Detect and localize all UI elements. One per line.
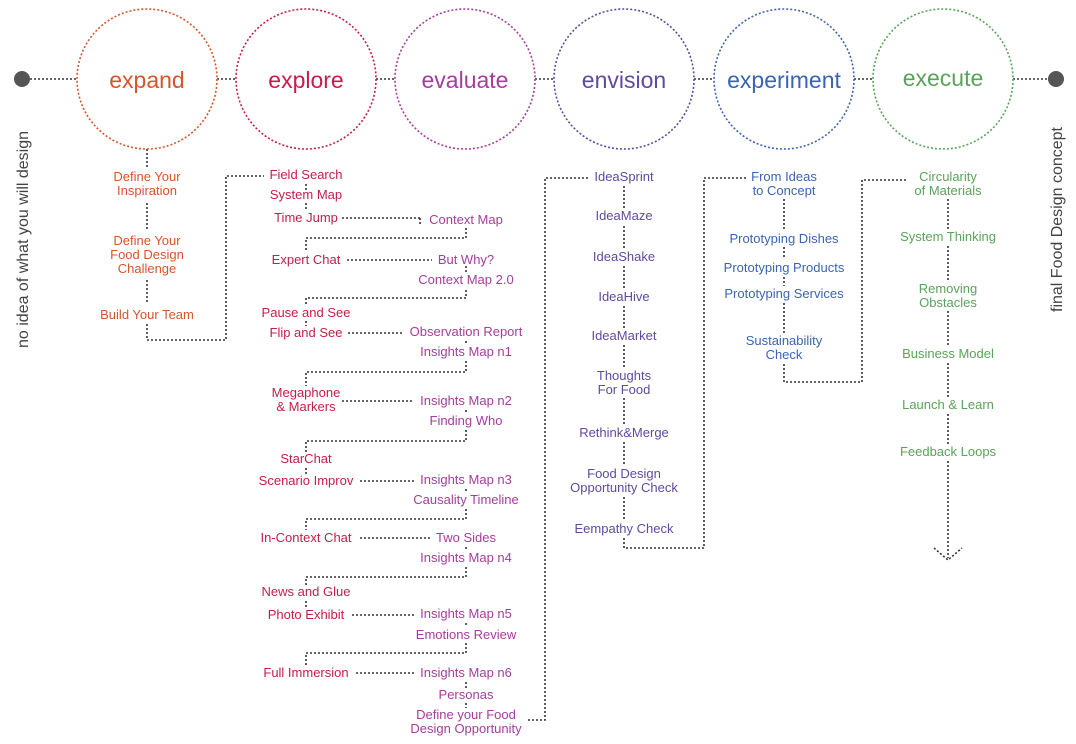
item-evaluate: Emotions Review xyxy=(416,627,517,642)
connector-zigzag xyxy=(305,430,467,452)
item-explore: Megaphone& Markers xyxy=(272,385,341,414)
item-explore: Flip and See xyxy=(270,325,343,340)
phase-titles: expand explore evaluate envision experim… xyxy=(109,65,983,93)
item-explore: News and Glue xyxy=(262,584,351,599)
item-experiment: Prototyping Services xyxy=(724,286,844,301)
connector-zigzag xyxy=(305,567,467,586)
item-evaluate: But Why? xyxy=(438,252,494,267)
phase-circle-evaluate xyxy=(394,8,536,150)
start-label: no idea of what you will design xyxy=(15,131,32,348)
item-explore: Field Search xyxy=(270,167,343,182)
item-explore: Photo Exhibit xyxy=(268,607,345,622)
connector-zigzag xyxy=(305,509,467,530)
item-experiment: Prototyping Products xyxy=(724,260,845,275)
phase-circle-expand xyxy=(76,8,218,150)
item-envision: IdeaMarket xyxy=(591,328,656,343)
item-execute: System Thinking xyxy=(900,229,996,244)
item-explore: Scenario Improv xyxy=(259,473,354,488)
item-execute: Launch & Learn xyxy=(902,397,994,412)
phase-title-envision: envision xyxy=(582,67,666,93)
item-evaluate: Two Sides xyxy=(436,530,496,545)
item-envision: IdeaMaze xyxy=(595,208,652,223)
item-explore: Expert Chat xyxy=(272,252,341,267)
connector-zigzag xyxy=(305,361,467,386)
phase-title-experiment: experiment xyxy=(727,67,841,93)
start-node xyxy=(14,71,30,87)
item-envision: IdeaSprint xyxy=(594,169,654,184)
item-evaluate: Insights Map n2 xyxy=(420,393,512,408)
item-envision: IdeaShake xyxy=(593,249,655,264)
item-evaluate: Insights Map n3 xyxy=(420,472,512,487)
connector-evaluate-to-envision xyxy=(528,177,590,721)
phase-title-explore: explore xyxy=(268,67,343,93)
item-experiment: Prototyping Dishes xyxy=(729,231,839,246)
item-execute: Feedback Loops xyxy=(900,444,997,459)
item-evaluate: Causality Timeline xyxy=(413,492,519,507)
phase-circle-explore xyxy=(235,8,377,150)
end-node xyxy=(1048,71,1064,87)
item-explore: Pause and See xyxy=(262,305,351,320)
phase-circle-experiment xyxy=(713,8,855,150)
connector-zigzag xyxy=(305,290,467,306)
item-explore: In-Context Chat xyxy=(260,530,351,545)
phase-circle-envision xyxy=(553,8,695,150)
item-expand: Build Your Team xyxy=(100,307,194,322)
end-label: final Food Design concept xyxy=(1049,126,1066,312)
item-evaluate: Personas xyxy=(439,687,494,702)
connectors xyxy=(30,78,1048,721)
connector-zigzag xyxy=(305,643,467,665)
item-explore: System Map xyxy=(270,187,342,202)
item-envision: IdeaHive xyxy=(598,289,649,304)
item-evaluate: Context Map 2.0 xyxy=(418,272,513,287)
item-evaluate: Observation Report xyxy=(410,324,523,339)
item-envision: Rethink&Merge xyxy=(579,425,669,440)
item-envision: Eempathy Check xyxy=(575,521,674,536)
connector-zigzag xyxy=(305,228,467,252)
phase-circle-execute xyxy=(872,8,1014,150)
item-explore: Full Immersion xyxy=(263,665,348,680)
connector-envision-to-experiment xyxy=(623,177,746,549)
item-evaluate: Insights Map n6 xyxy=(420,665,512,680)
phase-title-expand: expand xyxy=(109,67,184,93)
connector-experiment-to-execute xyxy=(783,179,906,383)
item-explore: StarChat xyxy=(280,451,332,466)
item-execute: Business Model xyxy=(902,346,994,361)
item-explore: Time Jump xyxy=(274,210,338,225)
item-evaluate: Insights Map n1 xyxy=(420,344,512,359)
item-evaluate: Context Map xyxy=(429,212,503,227)
item-evaluate: Insights Map n4 xyxy=(420,550,512,565)
item-evaluate: Finding Who xyxy=(430,413,503,428)
item-evaluate: Insights Map n5 xyxy=(420,606,512,621)
phase-title-evaluate: evaluate xyxy=(422,67,509,93)
phase-title-execute: execute xyxy=(903,65,984,91)
phase-circles xyxy=(76,8,1014,150)
